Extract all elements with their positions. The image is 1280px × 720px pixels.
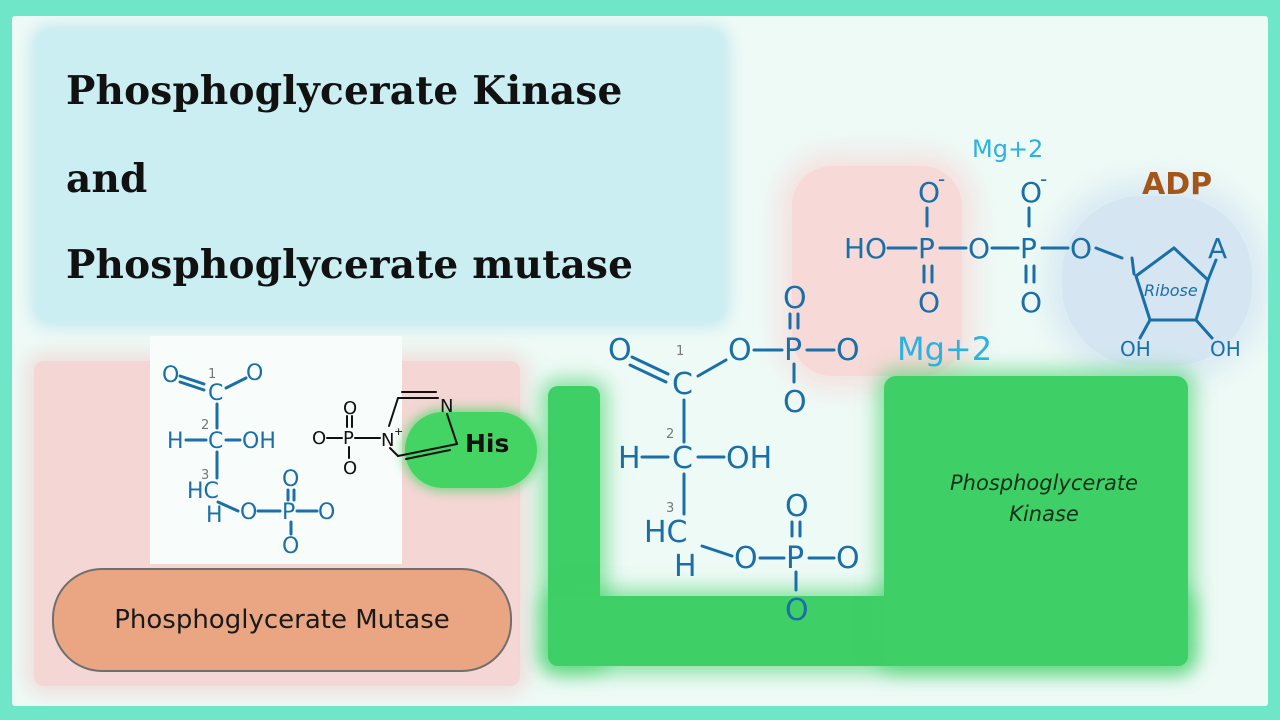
svg-text:O: O (318, 500, 335, 525)
slide-canvas: Phosphoglycerate Kinase and Phosphoglyce… (12, 16, 1268, 706)
kinase-carbon-number-1: 1 (676, 344, 684, 359)
svg-text:O: O (918, 176, 940, 209)
svg-text:H: H (167, 429, 184, 454)
kinase-enzyme-body (884, 376, 1188, 666)
kinase-carbon-number-2: 2 (666, 427, 674, 442)
svg-text:C: C (672, 367, 693, 402)
phosphohistidine-structure: O P O O N + N (312, 391, 458, 479)
title-line-3: Phosphoglycerate mutase (66, 242, 634, 288)
svg-text:O: O (1070, 232, 1092, 265)
ribose-hydroxyl-left: OH (1120, 337, 1151, 361)
adenine-label: A (1208, 232, 1227, 265)
phosphoglycerate-mutase-label: Phosphoglycerate Mutase (52, 568, 512, 672)
svg-text:H: H (674, 549, 697, 584)
svg-text:O: O (608, 333, 632, 368)
title-line-2: and (66, 156, 148, 202)
svg-text:P: P (918, 232, 935, 265)
svg-text:N: N (440, 396, 453, 417)
svg-text:O: O (1020, 176, 1042, 209)
svg-text:P: P (784, 333, 802, 368)
svg-text:N: N (381, 430, 394, 451)
svg-text:P: P (1020, 232, 1037, 265)
svg-text:O: O (785, 593, 809, 628)
kinase-magnesium-label: Mg+2 (897, 330, 992, 368)
kinase-carbon-number-3: 3 (666, 501, 674, 516)
svg-text:O: O (282, 467, 299, 492)
phosphoglycerate-kinase-label: Phosphoglycerate Kinase (894, 468, 1194, 530)
svg-text:HC: HC (644, 515, 688, 550)
kinase-label-line-1: Phosphoglycerate (950, 471, 1138, 495)
kinase-label-line-2: Kinase (1009, 502, 1079, 526)
svg-text:O: O (728, 333, 752, 368)
svg-text:OH: OH (726, 441, 772, 476)
svg-text:O: O (836, 541, 860, 576)
svg-text:O: O (783, 385, 807, 420)
svg-text:O: O (246, 361, 263, 386)
adp-label: ADP (1142, 167, 1212, 202)
svg-text:-: - (938, 167, 945, 191)
svg-text:O: O (343, 398, 357, 419)
histidine-label: His (465, 429, 509, 458)
svg-text:O: O (1020, 286, 1042, 319)
adp-magnesium-label: Mg+2 (972, 135, 1043, 163)
svg-text:C: C (672, 441, 693, 476)
svg-text:O: O (240, 500, 257, 525)
svg-text:O: O (836, 333, 860, 368)
mutase-substrate-structure: O 1 C O 2 H C OH 3 HC H O P O O (162, 361, 335, 559)
svg-text:H: H (206, 503, 223, 528)
svg-text:O: O (785, 489, 809, 524)
svg-text:P: P (786, 541, 804, 576)
svg-text:C: C (208, 381, 223, 406)
mutase-carbon-number-2: 2 (201, 418, 209, 433)
svg-text:HC: HC (187, 479, 219, 504)
svg-text:O: O (918, 286, 940, 319)
svg-text:P: P (343, 428, 354, 449)
ribose-hydroxyl-right: OH (1210, 337, 1241, 361)
title-line-1: Phosphoglycerate Kinase (66, 68, 623, 114)
svg-text:O: O (968, 232, 990, 265)
svg-text:O: O (162, 363, 179, 388)
svg-text:+: + (394, 425, 403, 438)
svg-text:OH: OH (242, 429, 276, 454)
adp-structure: HO P O P O O - O O - O (844, 167, 1218, 340)
svg-text:O: O (734, 541, 758, 576)
svg-text:O: O (312, 428, 326, 449)
svg-text:H: H (618, 441, 641, 476)
kinase-substrate-structure: O 1 C O P O O O 2 H C OH 3 HC H (608, 281, 860, 628)
ribose-glow (1062, 196, 1252, 366)
svg-text:-: - (1040, 167, 1047, 191)
svg-text:P: P (282, 500, 295, 525)
mutase-substrate-card (150, 336, 402, 564)
svg-text:O: O (343, 458, 357, 479)
svg-text:O: O (282, 534, 299, 559)
title-panel (36, 30, 724, 322)
svg-text:O: O (783, 281, 807, 316)
kinase-pink-glow (792, 166, 962, 376)
svg-text:C: C (208, 429, 223, 454)
mutase-carbon-number-3: 3 (201, 468, 209, 483)
svg-text:HO: HO (844, 232, 887, 265)
ribose-label: Ribose (1144, 281, 1198, 300)
chemistry-diagram: O 1 C O 2 H C OH 3 HC H O P O O (162, 135, 1241, 628)
mutase-carbon-number-1: 1 (208, 367, 216, 382)
